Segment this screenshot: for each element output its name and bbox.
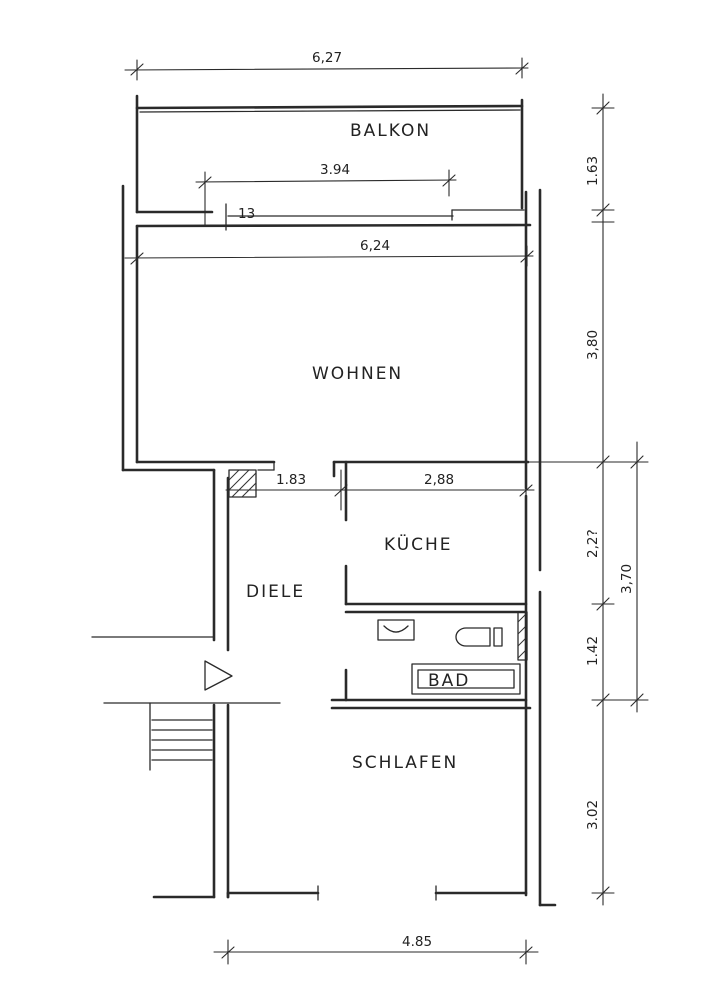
hall-walls <box>91 468 281 899</box>
entrance-arrow-icon <box>204 660 233 691</box>
dim-label-right-balcony: 1.63 <box>585 156 601 186</box>
dimension-balcony-inner <box>195 169 457 227</box>
chimney-hatched <box>228 469 257 498</box>
toilet-icon <box>455 627 491 647</box>
dim-label-right-living: 3,80 <box>585 330 601 360</box>
bathroom-walls <box>330 494 542 907</box>
kitchen-walls <box>332 460 528 614</box>
wall-balcony-living <box>121 184 532 472</box>
dimension-bottom-width <box>213 939 539 965</box>
dimension-living-width <box>124 245 534 269</box>
bathtub-icon <box>411 663 521 695</box>
living-room-walls <box>121 188 542 572</box>
room-label-balkon: BALKON <box>350 121 431 141</box>
dimension-top-total <box>124 57 529 81</box>
dim-label-balcony-inner: 3.94 <box>320 162 350 178</box>
dim-label-right-bath: 1.42 <box>585 636 601 666</box>
room-label-schlafen: SCHLAFEN <box>352 753 458 773</box>
bedroom-walls <box>152 885 557 907</box>
dim-label-right-bedroom: 3.02 <box>585 800 601 830</box>
room-label-kueche: KÜCHE <box>384 533 453 555</box>
bathroom-fixtures <box>377 611 528 695</box>
dim-label-wall-13: 13 <box>238 206 255 222</box>
dim-label-right-outer: 3,70 <box>619 564 635 594</box>
dim-label-top-total: 6,27 <box>312 50 342 66</box>
dimension-right-chain <box>591 93 615 906</box>
dimension-diele-kitchen <box>225 469 535 511</box>
dim-label-living-width: 6,24 <box>360 238 390 254</box>
balcony-outline <box>135 94 525 221</box>
dim-label-bottom-width: 4.85 <box>402 934 432 950</box>
room-label-diele: DIELE <box>246 582 305 602</box>
staircase-steps <box>149 702 213 771</box>
basin-icon <box>383 625 409 633</box>
dim-label-right-kitchen: 2,2? <box>585 529 601 558</box>
dim-label-diele-width: 1.83 <box>276 472 306 488</box>
dimension-right-outer <box>523 441 649 713</box>
sink-icon <box>377 619 415 641</box>
dim-label-kitchen-width: 2,88 <box>424 472 454 488</box>
room-label-bad: BAD <box>428 671 470 691</box>
room-label-wohnen: WOHNEN <box>312 364 403 384</box>
